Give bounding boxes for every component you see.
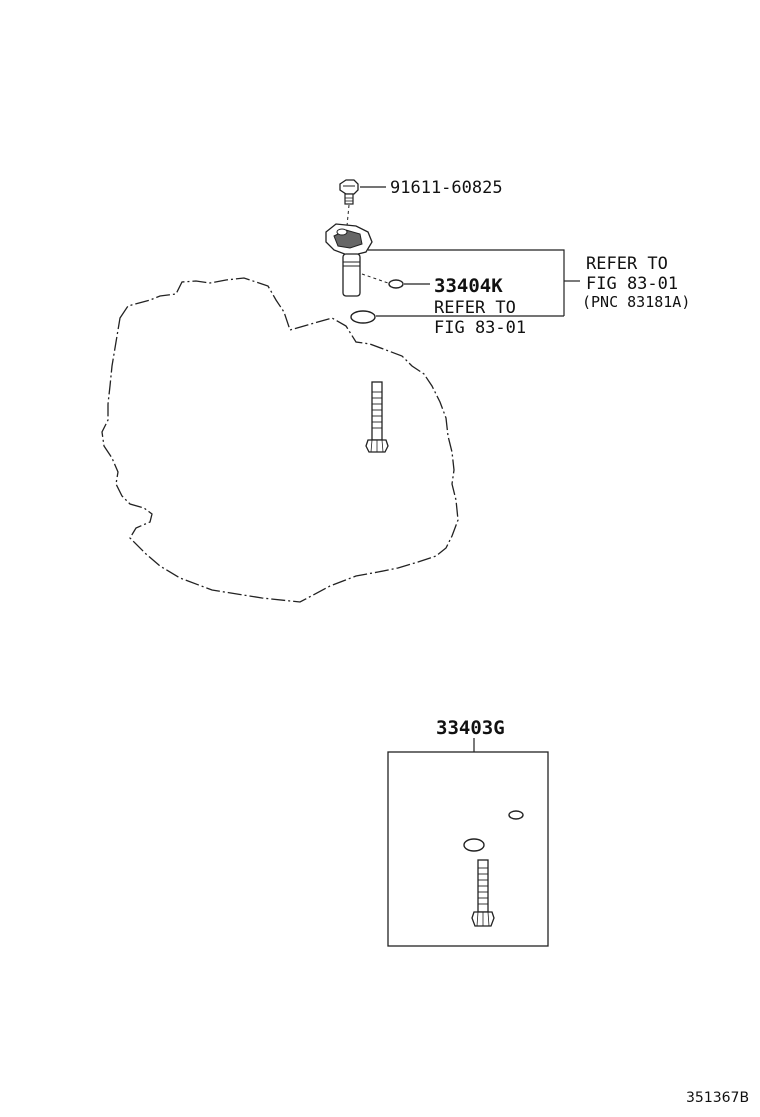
sensor-oring-install-line	[361, 273, 389, 284]
speed-sensor-icon	[325, 223, 373, 297]
upper-reference-line2: FIG 83-01	[586, 274, 678, 294]
sensor-part-label: 33404K	[434, 275, 503, 297]
bolt-part-label: 91611-60825	[390, 178, 503, 198]
oring-reference-line1: REFER TO	[434, 298, 516, 318]
kit-large-oring-icon	[463, 838, 485, 852]
kit-driven-gear-shaft-icon	[471, 859, 495, 927]
upper-reference-line3: (PNC 83181A)	[582, 293, 690, 311]
large-oring-icon	[350, 310, 376, 324]
kit-contents-box	[387, 751, 549, 947]
upper-reference-line1: REFER TO	[586, 254, 668, 274]
bolt-install-line	[346, 204, 350, 227]
flange-bolt-icon	[339, 179, 359, 205]
kit-part-label: 33403G	[436, 717, 505, 739]
kit-small-oring-icon	[508, 810, 524, 820]
oring-reference-line2: FIG 83-01	[434, 318, 526, 338]
transmission-housing-outline	[101, 277, 459, 603]
illustration-code: 351367B	[686, 1090, 749, 1106]
driven-gear-shaft-icon	[365, 381, 389, 453]
sensor-oring-icon	[388, 279, 404, 289]
reference-bracket	[368, 249, 565, 316]
